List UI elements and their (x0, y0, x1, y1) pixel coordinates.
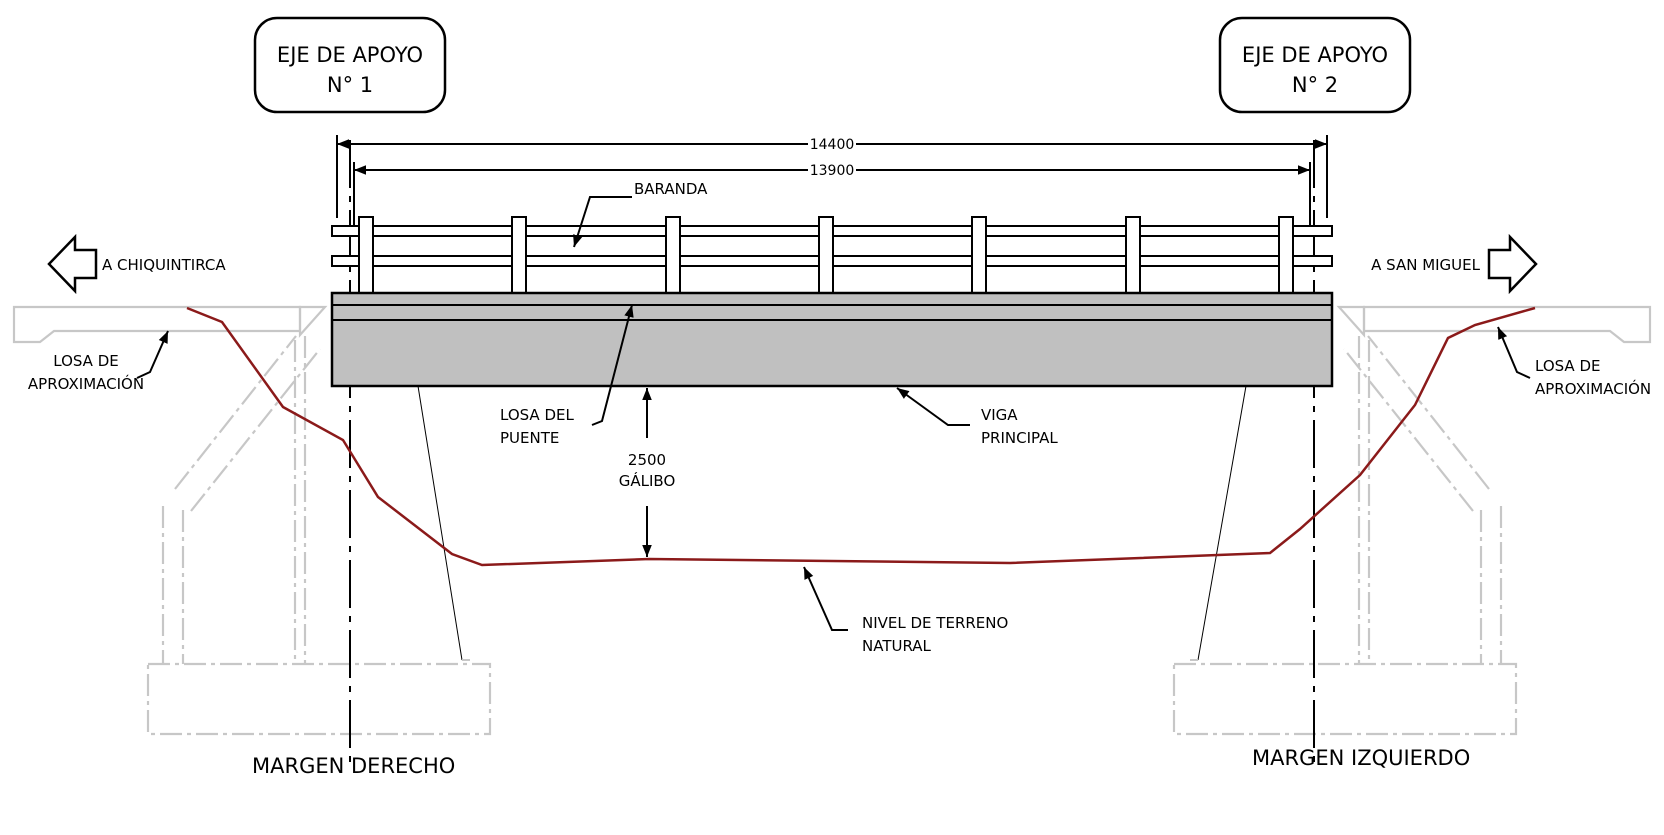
leader-main-beam (896, 387, 970, 426)
clearance-label: GÁLIBO (619, 471, 676, 490)
bridge-slab-label-line1: LOSA DEL (500, 406, 574, 424)
arrow-right-icon (1487, 233, 1538, 295)
direction-right-label: A SAN MIGUEL (1371, 256, 1481, 274)
bridge-slab-label-line2: PUENTE (500, 429, 559, 447)
terrain-label-line1: NIVEL DE TERRENO (862, 614, 1008, 632)
approach-slab-left-line2: APROXIMACIÓN (28, 374, 144, 393)
leader-approach-left (136, 330, 169, 379)
railing-post (971, 216, 987, 294)
railing-post (511, 216, 527, 294)
bank-right-label: MARGEN DERECHO (252, 754, 455, 778)
terrain-profile-line (186, 306, 1536, 567)
dimension-total: 14400 (336, 135, 1328, 218)
bridge-deck (330, 291, 1334, 388)
direction-right: A SAN MIGUEL (1371, 233, 1538, 295)
clearance-dimension: 2500 GÁLIBO (619, 388, 676, 557)
support-axis-2-number: N° 2 (1292, 73, 1338, 97)
support-axis-label-2: EJE DE APOYO N° 2 (1218, 16, 1412, 114)
dimension-inner-value: 13900 (810, 163, 855, 179)
leader-terrain (803, 566, 848, 631)
leader-railing (573, 196, 632, 248)
dimension-inner: 13900 (353, 162, 1311, 228)
support-axis-2-title: EJE DE APOYO (1242, 43, 1388, 67)
direction-left-label: A CHIQUINTIRCA (102, 256, 226, 274)
leader-approach-right (1497, 326, 1531, 379)
direction-left: A CHIQUINTIRCA (47, 233, 226, 295)
support-axis-1-number: N° 1 (327, 73, 373, 97)
dimension-total-value: 14400 (810, 137, 855, 153)
railing-post (358, 216, 374, 294)
leader-bridge-slab (591, 304, 634, 426)
main-beam-label-line2: PRINCIPAL (981, 429, 1058, 447)
railing-post (1278, 216, 1294, 294)
clearance-value: 2500 (628, 451, 666, 469)
support-axis-1-title: EJE DE APOYO (277, 43, 423, 67)
support-axis-label-1: EJE DE APOYO N° 1 (253, 16, 447, 114)
railing-label: BARANDA (634, 180, 708, 198)
arrow-left-icon (47, 233, 98, 295)
approach-slab-right-line1: LOSA DE (1535, 357, 1601, 375)
right-abutment (1172, 305, 1652, 736)
railing-post (818, 216, 834, 294)
terrain-label-line2: NATURAL (862, 637, 932, 655)
approach-slab-left-line1: LOSA DE (53, 352, 119, 370)
main-beam-label-line1: VIGA (981, 406, 1018, 424)
railing-post (1125, 216, 1141, 294)
railing (331, 216, 1333, 294)
approach-slab-right-line2: APROXIMACIÓN (1535, 379, 1651, 398)
bank-left-label: MARGEN IZQUIERDO (1252, 746, 1470, 770)
railing-post (665, 216, 681, 294)
left-abutment (12, 305, 492, 736)
